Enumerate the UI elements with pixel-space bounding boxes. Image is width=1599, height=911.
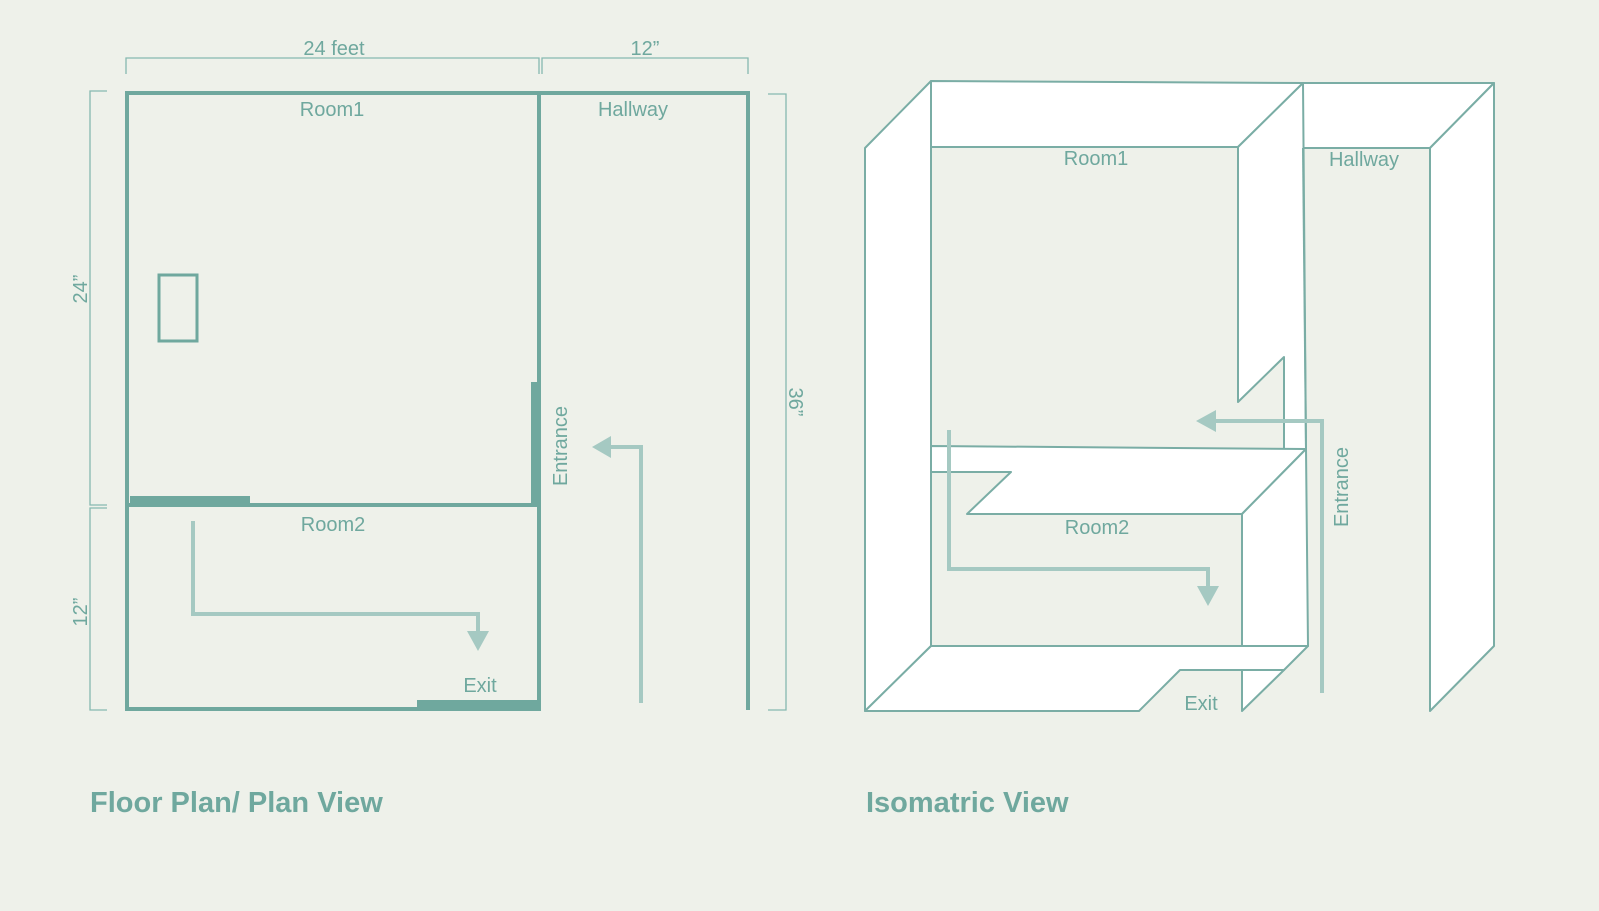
- plan-title: Floor Plan/ Plan View: [90, 787, 383, 819]
- exit-door-threshold: [417, 700, 540, 710]
- iso-walls: [864, 80, 1495, 712]
- plan-exit-label: Exit: [463, 675, 497, 697]
- plan-dim-top-left: 24 feet: [303, 38, 365, 60]
- plan-room1-label: Room1: [300, 99, 364, 121]
- dim-line-left-lower: [89, 507, 107, 711]
- plan-dim-left-lower: 12”: [70, 598, 92, 627]
- iso-entrance-path-arrow: [1216, 419, 1324, 693]
- plan-labels: 24 feet 12” 24” 12” 36” Room1 Room2 Hall…: [70, 38, 806, 697]
- iso-hallway-left-edge: [1302, 147, 1307, 450]
- iso-room2-label: Room2: [1065, 517, 1129, 539]
- plan-walls: [125, 91, 750, 711]
- room1-window-box: [157, 273, 199, 343]
- iso-hallway-label: Hallway: [1329, 149, 1399, 171]
- iso-exit-arrow-head: [1197, 586, 1219, 606]
- plan-dim-right: 36”: [784, 388, 806, 417]
- plan-room2-label: Room2: [301, 514, 365, 536]
- iso-arrows: [947, 410, 1324, 693]
- entrance-path-arrow: [608, 445, 643, 703]
- dim-line-right: [768, 93, 787, 711]
- iso-edges: [930, 147, 1307, 450]
- iso-divider-ledge: [930, 445, 1307, 515]
- room1-interior-wall-thick: [130, 496, 250, 507]
- iso-exit-step: [1241, 669, 1285, 712]
- plan-dim-top-right: 12”: [631, 38, 660, 60]
- iso-labels: Room1 Hallway Room2 Entrance Exit: [1064, 148, 1399, 715]
- hallway-wall: [539, 91, 750, 710]
- exit-arrow-head: [467, 631, 489, 651]
- dim-line-top-left: [125, 57, 540, 74]
- iso-hallway-right-wall: [1429, 82, 1495, 712]
- entrance-arrow-head: [592, 436, 611, 458]
- plan-arrows: [191, 436, 643, 703]
- iso-view: Room1 Hallway Room2 Entrance Exit Isomat…: [864, 80, 1495, 819]
- iso-floor-slab: [864, 645, 1309, 712]
- dim-line-top-right: [541, 57, 749, 74]
- plan-dimension-lines: [89, 57, 787, 711]
- plan-entrance-label: Entrance: [550, 406, 572, 486]
- iso-exit-label: Exit: [1184, 693, 1218, 715]
- exit-path-arrow: [191, 521, 480, 632]
- dim-line-left-upper: [89, 90, 107, 506]
- iso-left-outer-wall: [864, 80, 932, 712]
- iso-title: Isomatric View: [866, 787, 1069, 819]
- iso-entrance-arrow-head: [1196, 410, 1216, 432]
- iso-room1-label: Room1: [1064, 148, 1128, 170]
- plan-dim-left-upper: 24”: [70, 275, 92, 304]
- iso-room1-right-wall: [1237, 82, 1307, 450]
- entrance-door-jamb: [531, 382, 540, 506]
- plan-view: 24 feet 12” 24” 12” 36” Room1 Room2 Hall…: [70, 38, 806, 819]
- iso-entrance-label: Entrance: [1331, 447, 1353, 527]
- plan-hallway-label: Hallway: [598, 99, 668, 121]
- iso-exit-path-arrow: [947, 430, 1210, 588]
